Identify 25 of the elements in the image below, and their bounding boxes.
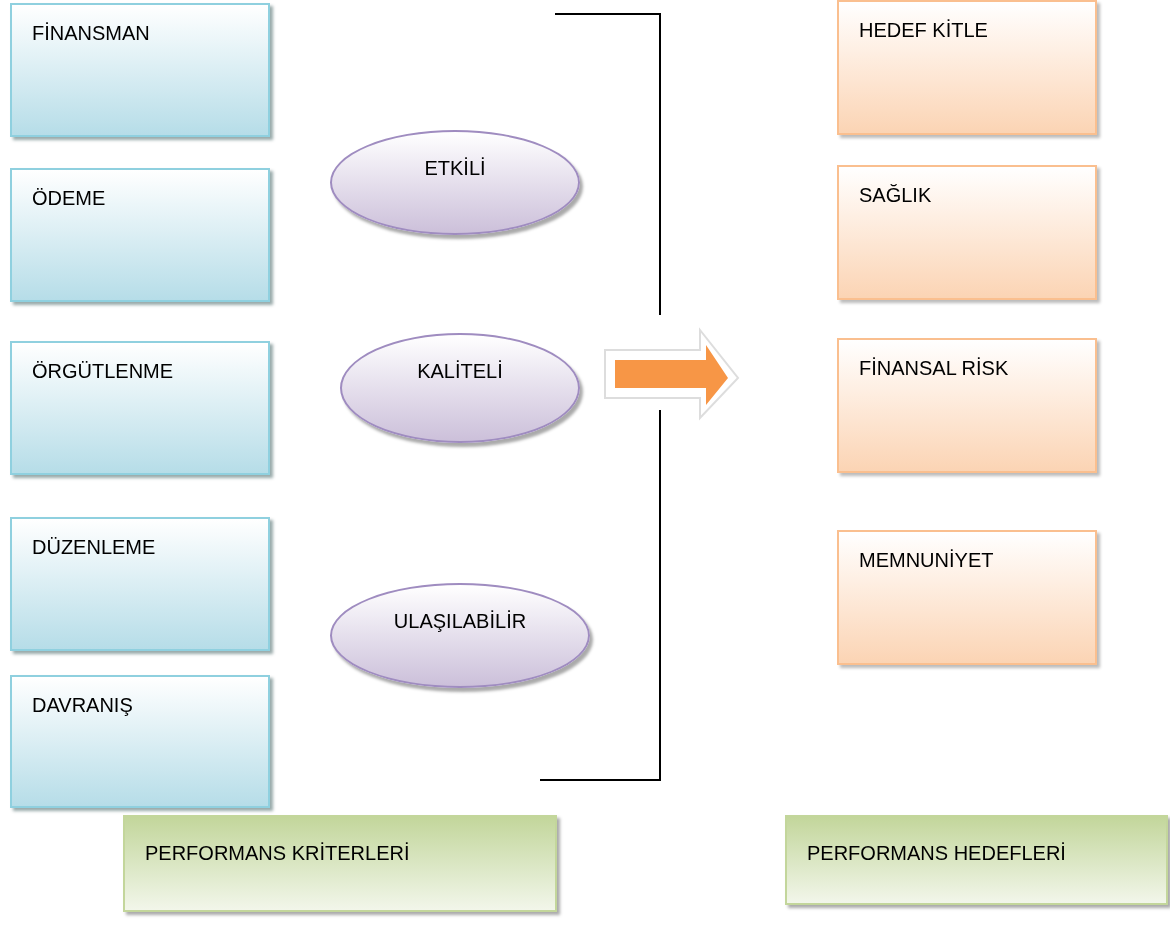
node-label: MEMNUNİYET (859, 548, 995, 573)
criterion-box (10, 3, 270, 137)
goal-box (837, 165, 1097, 300)
goal-box (837, 338, 1097, 473)
criterion-box (10, 517, 270, 651)
goal-box (837, 0, 1097, 135)
node-label: PERFORMANS KRİTERLERİ (145, 841, 411, 866)
node-label: DAVRANIŞ (32, 693, 134, 718)
node-label: ÖDEME (32, 186, 107, 211)
node-label: ETKİLİ (424, 156, 486, 181)
node-label: ULAŞILABİLİR (393, 609, 527, 634)
node-label: HEDEF KİTLE (859, 18, 989, 43)
node-label: FİNANSAL RİSK (859, 356, 1010, 381)
node-label: PERFORMANS HEDEFLERİ (807, 841, 1067, 866)
criterion-box (10, 675, 270, 808)
node-label: KALİTELİ (417, 359, 503, 384)
node-label: FİNANSMAN (32, 21, 151, 46)
goal-box (837, 530, 1097, 665)
node-label: DÜZENLEME (32, 535, 157, 560)
title-box (785, 815, 1168, 905)
node-label: ÖRGÜTLENME (32, 359, 175, 384)
criterion-box (10, 168, 270, 302)
title-box (123, 815, 557, 912)
node-label: SAĞLIK (859, 183, 933, 208)
criterion-box (10, 341, 270, 475)
